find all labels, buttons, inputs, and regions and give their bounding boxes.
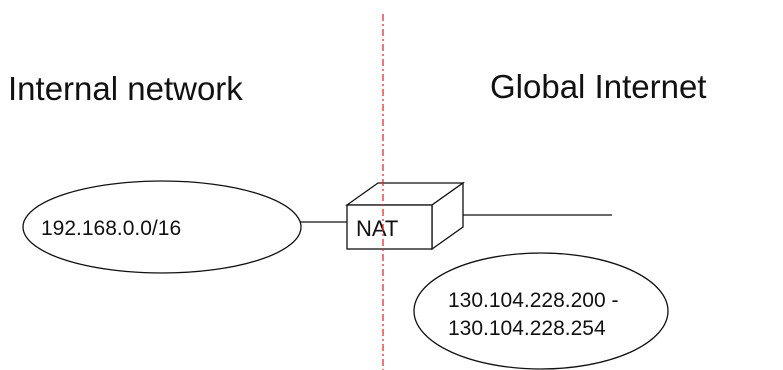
nat-label: NAT (356, 216, 398, 241)
nat-device: NAT (344, 181, 466, 251)
internal-network-label: Internal network (8, 70, 243, 107)
global-internet-label: Global Internet (490, 68, 706, 105)
global-pool-ellipse (413, 252, 669, 370)
internal-network-ellipse (22, 180, 302, 274)
global-range-end: 130.104.228.254 (448, 317, 606, 340)
internal-address-range: 192.168.0.0/16 (41, 217, 181, 240)
nat-box-front (346, 204, 433, 250)
global-range-start: 130.104.228.200 - (448, 289, 618, 312)
